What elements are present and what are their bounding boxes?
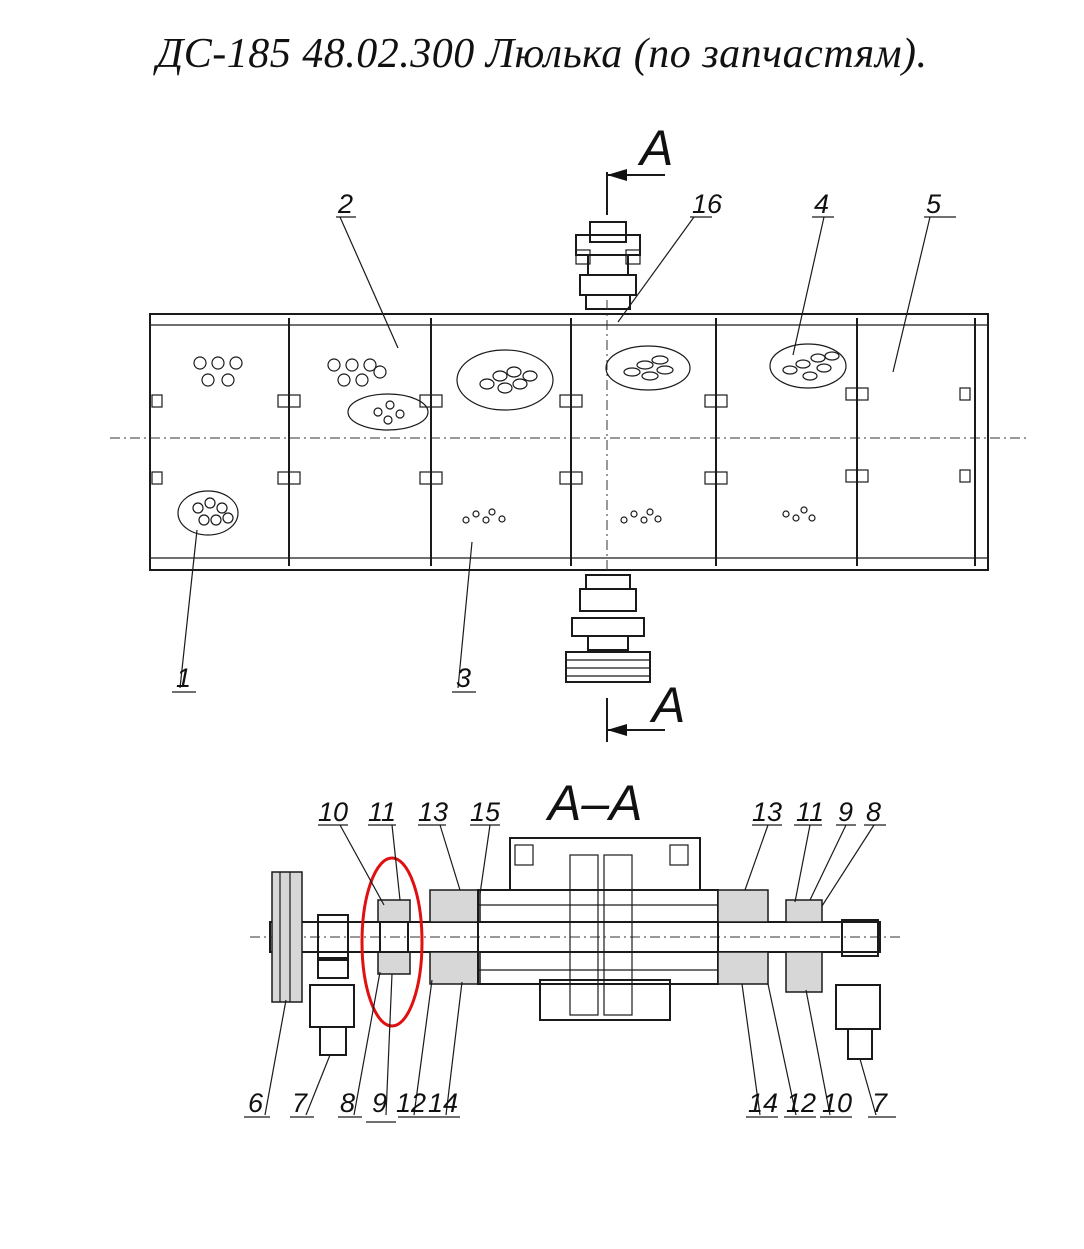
callout-13-right: 13 (752, 797, 782, 827)
top-shaft-assembly (575, 221, 641, 310)
callout-7-left: 7 (292, 1088, 308, 1118)
callout-4: 4 (814, 189, 829, 219)
callout-10-right: 10 (822, 1088, 852, 1118)
callouts-top-right: 13 11 9 8 (744, 797, 886, 907)
callout-11-left: 11 (368, 797, 396, 827)
section-title: А–А (545, 775, 643, 831)
callout-1: 1 (176, 663, 191, 693)
callout-15: 15 (470, 797, 501, 827)
callout-5: 16 (692, 189, 723, 219)
callouts-bottom-right: 14 12 10 7 (741, 983, 896, 1118)
drawing-title: ДС-185 48.02.300 Люлька (по запчастям). (156, 31, 928, 77)
callout-14-right: 14 (748, 1088, 778, 1118)
callout-14-left: 14 (428, 1088, 458, 1118)
callout-13-left: 13 (418, 797, 448, 827)
callout-3: 3 (456, 663, 471, 693)
callouts-bottom-left: 6 7 8 9 12 14 (244, 971, 463, 1123)
callout-12-left: 12 (396, 1088, 426, 1118)
highlight-ellipse (360, 856, 424, 1028)
callout-8-right: 8 (866, 797, 881, 827)
callout-9-left: 9 (372, 1088, 387, 1118)
callout-6: 6 (248, 1088, 264, 1118)
section-view: А–А (244, 775, 900, 1123)
section-mark-top: А (637, 120, 673, 176)
callout-7-right: 7 (872, 1088, 888, 1118)
callouts-top-left: 10 11 13 15 (318, 797, 501, 906)
section-mark-bottom: А (649, 677, 685, 733)
callout-11-right: 11 (796, 797, 824, 827)
callout-9-right: 9 (838, 797, 853, 827)
callout-2: 2 (337, 189, 353, 219)
callout-12-right: 12 (786, 1088, 816, 1118)
bottom-shaft-assembly (565, 574, 651, 683)
callout-8-left: 8 (340, 1088, 355, 1118)
callout-16: 5 (926, 189, 942, 219)
callout-10-left: 10 (318, 797, 348, 827)
plan-view: А (110, 120, 1030, 742)
